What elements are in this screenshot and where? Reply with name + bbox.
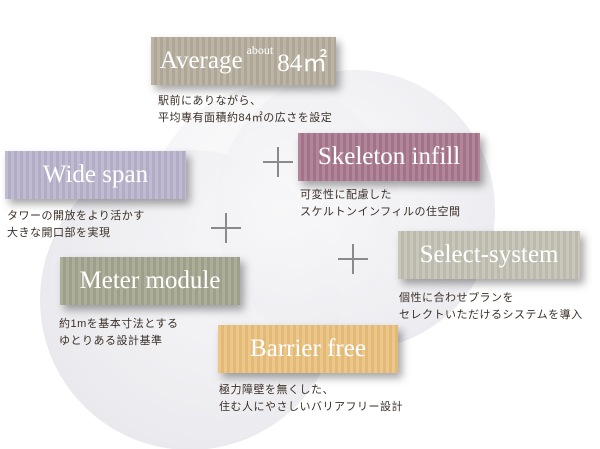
description-line: 可変性に配慮した bbox=[300, 189, 392, 201]
feature-title: Barrier free bbox=[250, 335, 366, 362]
description-line: ゆとりある設計基準 bbox=[59, 335, 163, 347]
plus-icon bbox=[211, 213, 241, 243]
description-line: 住む人にやさしいバリアフリー設計 bbox=[219, 401, 403, 413]
description-line: 約1mを基本寸法とする bbox=[59, 318, 179, 330]
description-line: 個性に合わせプランを bbox=[399, 292, 514, 304]
feature-select-system: Select-system bbox=[398, 231, 580, 279]
feature-wide-span: Wide span bbox=[5, 151, 186, 199]
feature-title: Average bbox=[159, 47, 243, 74]
feature-description: 極力障壁を無くした、住む人にやさしいバリアフリー設計 bbox=[219, 382, 403, 416]
feature-title: Skeleton infill bbox=[317, 143, 461, 170]
feature-meter-module: Meter module bbox=[60, 257, 240, 305]
description-line: 大きな開口部を実現 bbox=[7, 227, 111, 239]
description-line: 平均専有面積約84㎡の広さを設定 bbox=[158, 112, 333, 124]
description-line: スケルトンインフィルの住空間 bbox=[300, 206, 461, 218]
feature-description: 可変性に配慮したスケルトンインフィルの住空間 bbox=[300, 187, 460, 221]
feature-title: Wide span bbox=[42, 161, 149, 188]
feature-title-value: 84㎡ bbox=[277, 50, 328, 77]
description-line: タワーの開放をより活かす bbox=[7, 210, 145, 222]
description-line: 極力障壁を無くした、 bbox=[219, 384, 334, 396]
plus-icon bbox=[338, 244, 368, 274]
description-line: 駅前にありながら、 bbox=[158, 95, 262, 107]
feature-title: Meter module bbox=[79, 267, 221, 294]
feature-average: Average about 84㎡ bbox=[151, 37, 336, 85]
feature-description: タワーの開放をより活かす大きな開口部を実現 bbox=[7, 208, 145, 242]
feature-description: 駅前にありながら、平均専有面積約84㎡の広さを設定 bbox=[158, 93, 332, 127]
feature-description: 個性に合わせプランをセレクトいただけるシステムを導入 bbox=[399, 290, 583, 324]
feature-barrier-free: Barrier free bbox=[218, 325, 398, 373]
feature-description: 約1mを基本寸法とするゆとりある設計基準 bbox=[59, 316, 178, 350]
feature-title-prefix: about bbox=[246, 43, 274, 57]
feature-title: Select-system bbox=[419, 241, 559, 268]
plus-icon bbox=[263, 147, 293, 177]
description-line: セレクトいただけるシステムを導入 bbox=[399, 309, 583, 321]
feature-skeleton-infill: Skeleton infill bbox=[298, 133, 480, 181]
